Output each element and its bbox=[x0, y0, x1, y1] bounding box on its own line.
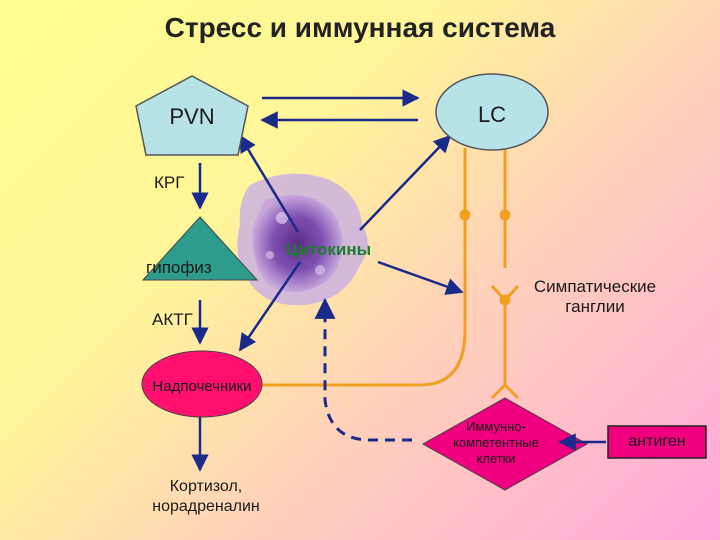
pituitary-label: гипофиз bbox=[146, 258, 212, 277]
pvn-node bbox=[135, 75, 249, 156]
lc-label: LC bbox=[477, 102, 507, 127]
cytokine-to-lc-arrow bbox=[359, 134, 452, 231]
blue-arrows bbox=[191, 89, 464, 472]
cytokine-to-adrenal-arrow bbox=[238, 261, 302, 352]
adrenal-label: Надпочечники bbox=[152, 378, 252, 395]
pvn-label: PVN bbox=[169, 104, 215, 129]
macrophage-cell-image bbox=[237, 173, 369, 306]
antigen-label: антиген bbox=[628, 433, 686, 450]
adrenal-sympathetic-line bbox=[262, 148, 467, 387]
synapse-dots bbox=[459, 209, 511, 306]
lc-node bbox=[435, 73, 549, 151]
pituitary-node bbox=[141, 216, 259, 281]
cytokines-label: Цитокины bbox=[286, 240, 372, 259]
diagram-title: Стресс и иммунная система bbox=[164, 12, 556, 43]
antigen-node bbox=[607, 425, 707, 459]
immune-cells-node bbox=[421, 397, 589, 491]
immune-cells-label: Иммунно-компетентные клетки bbox=[453, 419, 539, 466]
cortisol-label: Кортизол, норадреналин bbox=[152, 478, 260, 515]
cytokine-to-ganglia-arrow bbox=[377, 260, 464, 295]
ganglia-label: Симпатические ганглии bbox=[533, 277, 657, 316]
krg-label: КРГ bbox=[154, 173, 185, 192]
adrenal-node bbox=[141, 350, 263, 418]
cytokine-dashed-arrow bbox=[314, 297, 412, 442]
aktg-label: АКТГ bbox=[152, 310, 193, 329]
sympathetic-pathways bbox=[262, 145, 520, 400]
cytokine-to-pvn-arrow bbox=[238, 134, 300, 233]
immune-synapse bbox=[490, 382, 520, 400]
